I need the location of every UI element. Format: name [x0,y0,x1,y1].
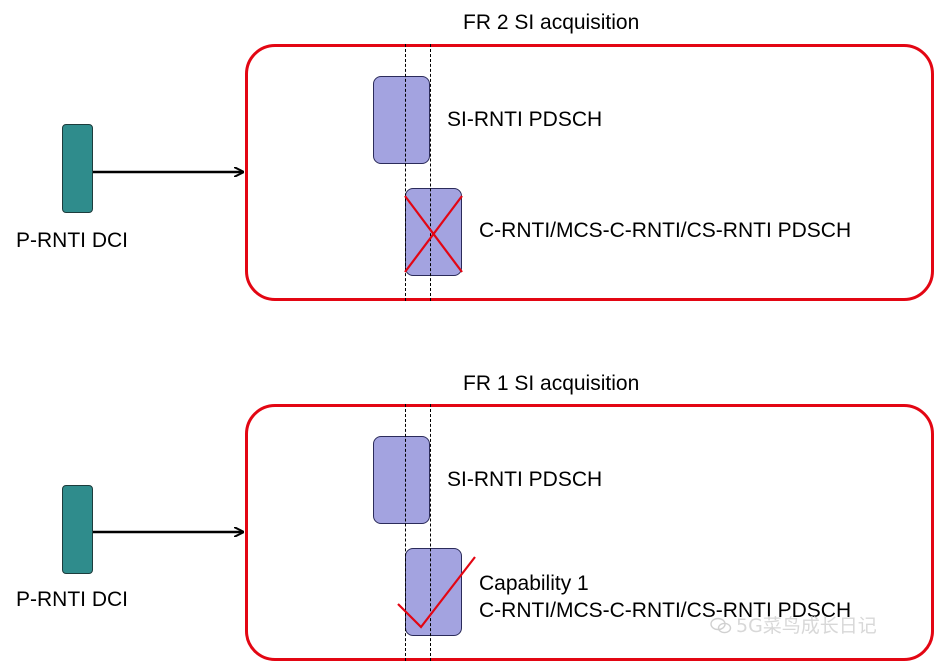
fr1-title: FR 1 SI acquisition [463,372,640,395]
fr1-c-rnti-pdsch-label: C-RNTI/MCS-C-RNTI/CS-RNTI PDSCH [479,599,852,622]
fr1-slot-boundary-left [405,404,406,661]
watermark: 5G菜鸟成长日记 [710,611,877,638]
fr1-check-mark [397,556,476,629]
fr1-capability-label: Capability 1 [479,572,589,595]
wechat-icon [710,617,732,635]
fr2-c-rnti-pdsch-block [405,188,462,276]
fr1-dci-label: P-RNTI DCI [16,588,128,611]
fr2-cross-mark [404,195,463,273]
fr2-si-pdsch-label: SI-RNTI PDSCH [447,108,603,131]
fr2-dci-block [62,124,93,213]
fr1-si-pdsch-block [373,436,430,524]
fr2-dci-label: P-RNTI DCI [16,229,128,252]
fr2-frame [245,44,934,301]
fr1-frame [245,404,934,661]
watermark-text: 5G菜鸟成长日记 [736,615,877,637]
fr2-slot-boundary-right [430,44,431,301]
fr2-si-pdsch-block [373,76,430,164]
fr1-dci-block [62,485,93,574]
fr2-slot-boundary-left [405,44,406,301]
fr2-title: FR 2 SI acquisition [463,11,640,34]
fr1-si-pdsch-label: SI-RNTI PDSCH [447,468,603,491]
fr2-c-rnti-pdsch-label: C-RNTI/MCS-C-RNTI/CS-RNTI PDSCH [479,219,852,242]
fr1-slot-boundary-right [430,404,431,661]
